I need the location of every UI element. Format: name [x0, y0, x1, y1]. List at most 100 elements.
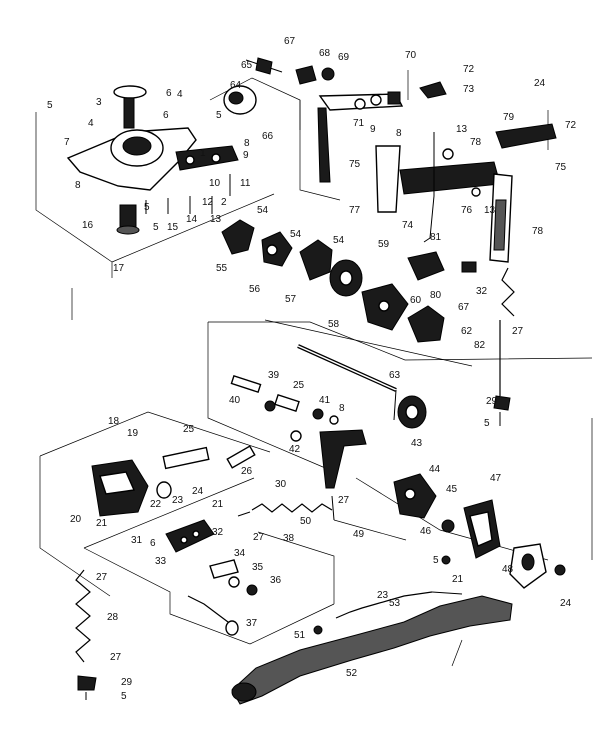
- part-label-67: 67: [458, 302, 470, 313]
- part-label-78: 78: [532, 226, 544, 237]
- part-label-10: 10: [209, 178, 221, 189]
- part-label-81: 81: [430, 232, 442, 243]
- cam-stack: [221, 219, 477, 343]
- part-label-3: 3: [96, 97, 102, 108]
- part-label-59: 59: [378, 239, 390, 250]
- part-label-46: 46: [420, 526, 432, 537]
- part-label-49: 49: [353, 529, 365, 540]
- part-label-44: 44: [429, 464, 441, 475]
- part-label-47: 47: [490, 473, 502, 484]
- main-shaft-assembly: [230, 344, 427, 429]
- part-label-64: 64: [230, 80, 242, 91]
- part-label-24: 24: [560, 598, 572, 609]
- part-label-21: 21: [212, 499, 224, 510]
- part-label-23: 23: [172, 495, 184, 506]
- part-label-13: 13: [484, 205, 496, 216]
- part-label-6: 6: [166, 88, 172, 99]
- part-label-40: 40: [229, 395, 241, 406]
- part-label-51: 51: [294, 630, 306, 641]
- part-label-78: 78: [470, 137, 482, 148]
- part-label-30: 30: [275, 479, 287, 490]
- part-label-4: 4: [88, 118, 94, 129]
- part-label-22: 22: [150, 499, 162, 510]
- part-label-82: 82: [474, 340, 486, 351]
- part-label-6: 6: [150, 538, 156, 549]
- part-label-14: 14: [186, 214, 198, 225]
- part-label-43: 43: [411, 438, 423, 449]
- part-label-27: 27: [338, 495, 350, 506]
- part-label-13: 13: [456, 124, 468, 135]
- part-label-33: 33: [155, 556, 167, 567]
- part-label-70: 70: [405, 50, 417, 61]
- part-label-8: 8: [396, 128, 402, 139]
- part-label-8: 8: [75, 180, 81, 191]
- part-label-4: 4: [177, 89, 183, 100]
- part-label-5: 5: [144, 202, 150, 213]
- part-label-66: 66: [262, 131, 274, 142]
- part-label-28: 28: [107, 612, 119, 623]
- lever-assembly-upper-right: [317, 81, 557, 263]
- part-label-77: 77: [349, 205, 361, 216]
- part-label-27: 27: [253, 532, 265, 543]
- stitch-regulator-assembly: [393, 473, 566, 589]
- part-label-5: 5: [216, 110, 222, 121]
- part-label-9: 9: [243, 150, 249, 161]
- part-label-15: 15: [167, 222, 179, 233]
- part-label-27: 27: [96, 572, 108, 583]
- part-label-21: 21: [452, 574, 464, 585]
- part-label-7: 7: [64, 137, 70, 148]
- part-label-19: 19: [127, 428, 139, 439]
- part-label-27: 27: [110, 652, 122, 663]
- feed-dog-sub-assembly: [165, 519, 258, 636]
- part-label-60: 60: [410, 295, 422, 306]
- part-label-67: 67: [284, 36, 296, 47]
- part-label-34: 34: [234, 548, 246, 559]
- part-label-29: 29: [486, 396, 498, 407]
- part-label-25: 25: [183, 424, 195, 435]
- part-label-63: 63: [389, 370, 401, 381]
- part-label-53: 53: [389, 598, 401, 609]
- part-label-26: 26: [241, 466, 253, 477]
- part-label-76: 76: [461, 205, 473, 216]
- part-label-18: 18: [108, 416, 120, 427]
- part-label-5: 5: [153, 222, 159, 233]
- part-label-1: 1: [200, 148, 206, 159]
- part-label-71: 71: [353, 118, 365, 129]
- part-label-11: 11: [240, 178, 251, 189]
- part-label-80: 80: [430, 290, 442, 301]
- part-label-20: 20: [70, 514, 82, 525]
- part-label-52: 52: [346, 668, 358, 679]
- part-label-54: 54: [290, 229, 302, 240]
- part-label-31: 31: [131, 535, 143, 546]
- part-label-12: 12: [202, 197, 214, 208]
- part-label-75: 75: [349, 159, 361, 170]
- part-label-23: 23: [377, 590, 389, 601]
- part-label-2: 2: [221, 197, 227, 208]
- part-label-38: 38: [283, 533, 295, 544]
- part-label-48: 48: [502, 564, 514, 575]
- part-label-24: 24: [192, 486, 204, 497]
- part-label-8: 8: [339, 403, 345, 414]
- part-label-9: 9: [370, 124, 376, 135]
- part-label-68: 68: [319, 48, 331, 59]
- part-label-42: 42: [289, 444, 301, 455]
- part-label-5: 5: [47, 100, 53, 111]
- part-label-65: 65: [241, 60, 253, 71]
- part-label-41: 41: [319, 395, 331, 406]
- part-label-5: 5: [121, 691, 127, 702]
- motor-pulley-assembly: [223, 57, 335, 115]
- right-springs: [493, 267, 515, 426]
- part-label-21: 21: [96, 518, 108, 529]
- part-label-36: 36: [270, 575, 282, 586]
- part-label-58: 58: [328, 319, 340, 330]
- part-label-25: 25: [293, 380, 305, 391]
- part-label-5: 5: [433, 555, 439, 566]
- part-label-17: 17: [113, 263, 125, 274]
- part-label-32: 32: [212, 527, 224, 538]
- part-label-74: 74: [402, 220, 414, 231]
- part-label-5: 5: [484, 418, 490, 429]
- part-label-13: 13: [210, 214, 222, 225]
- part-label-16: 16: [82, 220, 94, 231]
